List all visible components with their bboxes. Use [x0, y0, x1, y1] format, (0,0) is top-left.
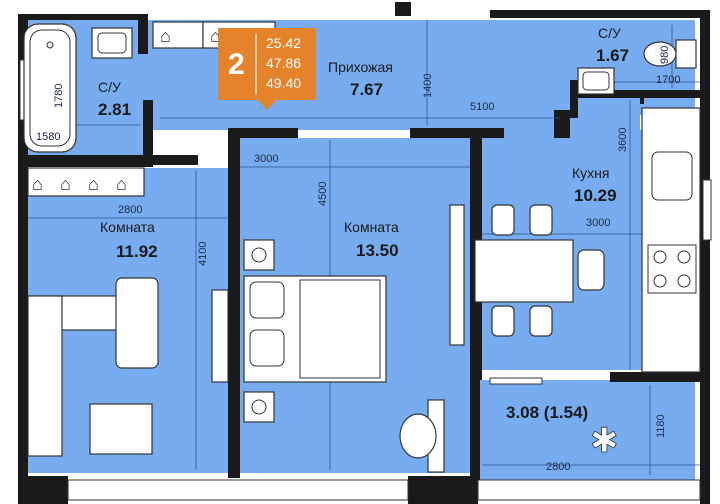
- kitchen-area: 10.29: [574, 186, 617, 205]
- dim-wc-height: 980: [659, 46, 671, 64]
- svg-text:⌂: ⌂: [210, 26, 221, 46]
- dim-hall-height: 1400: [422, 74, 434, 98]
- bath-name: С/У: [98, 79, 121, 95]
- dim-wc-width: 1700: [656, 74, 680, 86]
- room-left-area: 11.92: [116, 242, 158, 261]
- svg-text:⌂: ⌂: [88, 174, 99, 194]
- bed-icon: [243, 275, 387, 383]
- wardrobe-icon: ⌂ ⌂ ⌂ ⌂: [27, 167, 145, 197]
- dim-balcony-width: 2800: [546, 461, 570, 473]
- hall-area: 7.67: [350, 80, 383, 99]
- dining-table-icon: [474, 204, 605, 337]
- badge-area-total: 47.86: [266, 55, 301, 71]
- kitchen-counter-icon: [641, 107, 701, 373]
- dim-left-width: 2800: [118, 204, 142, 216]
- dim-center-width: 3000: [254, 153, 278, 165]
- bath-area: 2.81: [98, 100, 131, 119]
- tv-stand-icon: [211, 204, 465, 383]
- hall-name: Прихожая: [328, 59, 393, 75]
- room-center-name: Комната: [344, 219, 399, 235]
- balcony-area: 3.08 (1.54): [506, 403, 588, 422]
- svg-text:✱: ✱: [590, 422, 619, 460]
- svg-text:⌂: ⌂: [116, 174, 127, 194]
- svg-text:⌂: ⌂: [160, 26, 171, 46]
- toilet-icon: [643, 39, 697, 69]
- sofa-icon: [27, 277, 159, 457]
- balcony-rail: [489, 377, 543, 385]
- badge-rooms: 2: [228, 48, 245, 81]
- dim-bath-height: 1780: [53, 84, 65, 108]
- room-count-badge: 2 25.42 47.86 49.40: [218, 28, 316, 110]
- badge-area-living: 25.42: [266, 35, 301, 51]
- sink-icon: [91, 27, 133, 59]
- nightstand-icon: [243, 239, 275, 423]
- kitchen-name: Кухня: [572, 165, 609, 181]
- dim-kitchen-width: 3000: [586, 217, 610, 229]
- svg-text:⌂: ⌂: [60, 174, 71, 194]
- dim-left-height: 4100: [197, 242, 209, 266]
- dim-center-height: 4500: [317, 182, 329, 206]
- room-left-name: Комната: [100, 219, 155, 235]
- badge-area-balcony: 49.40: [266, 75, 301, 91]
- bathtub-icon: [23, 23, 77, 153]
- plant-icon: ✱: [590, 422, 619, 461]
- dim-kitchen-height: 3600: [617, 128, 629, 152]
- wc-area: 1.67: [596, 46, 629, 65]
- wc-name: С/У: [598, 25, 621, 41]
- dim-hall-width: 5100: [470, 101, 494, 113]
- dim-bath-width: 1580: [36, 131, 60, 143]
- windows: [19, 59, 712, 501]
- dim-balcony-height: 1180: [655, 414, 667, 438]
- desk-chair-icon: [399, 399, 445, 473]
- svg-text:⌂: ⌂: [32, 174, 43, 194]
- sink-icon: [577, 67, 615, 95]
- room-center-area: 13.50: [356, 241, 399, 260]
